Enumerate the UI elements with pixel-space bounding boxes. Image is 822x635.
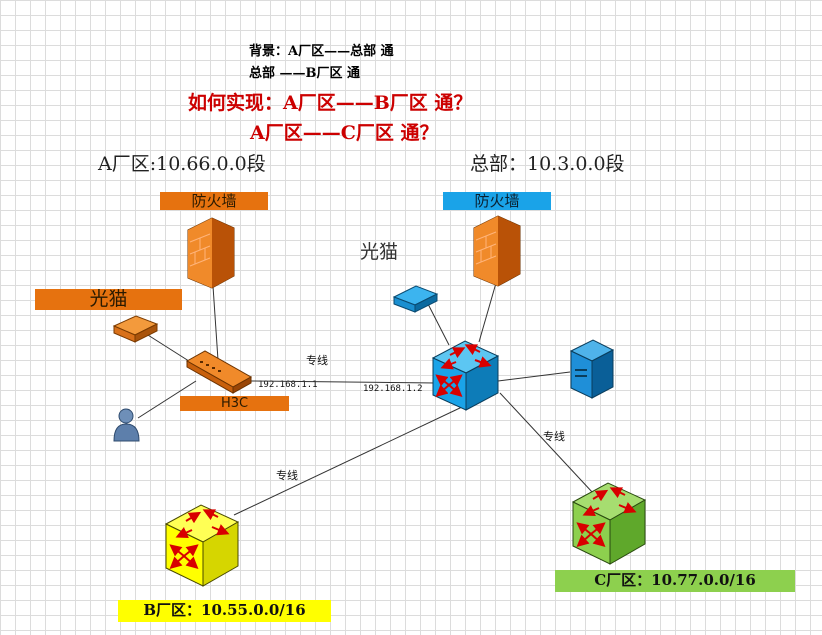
line-user-switch — [138, 381, 196, 418]
line-hq-b — [234, 407, 462, 515]
firewall-a-icon — [188, 218, 234, 288]
line-server — [498, 372, 570, 381]
b-router-icon — [166, 505, 238, 586]
firewall-hq-icon — [474, 216, 520, 286]
connections — [138, 283, 593, 515]
line-hq-c — [500, 393, 593, 493]
h3c-switch-icon — [187, 351, 251, 393]
user-icon — [114, 409, 139, 441]
server-icon — [571, 340, 613, 398]
hq-core-switch-icon — [433, 341, 498, 410]
line-a-hq — [250, 381, 436, 383]
line-firewall-a-switch — [213, 286, 218, 360]
line-modem-hq — [427, 302, 449, 345]
c-router-icon — [573, 483, 645, 564]
modem-a-icon — [114, 316, 157, 342]
line-firewall-hq — [479, 283, 496, 342]
